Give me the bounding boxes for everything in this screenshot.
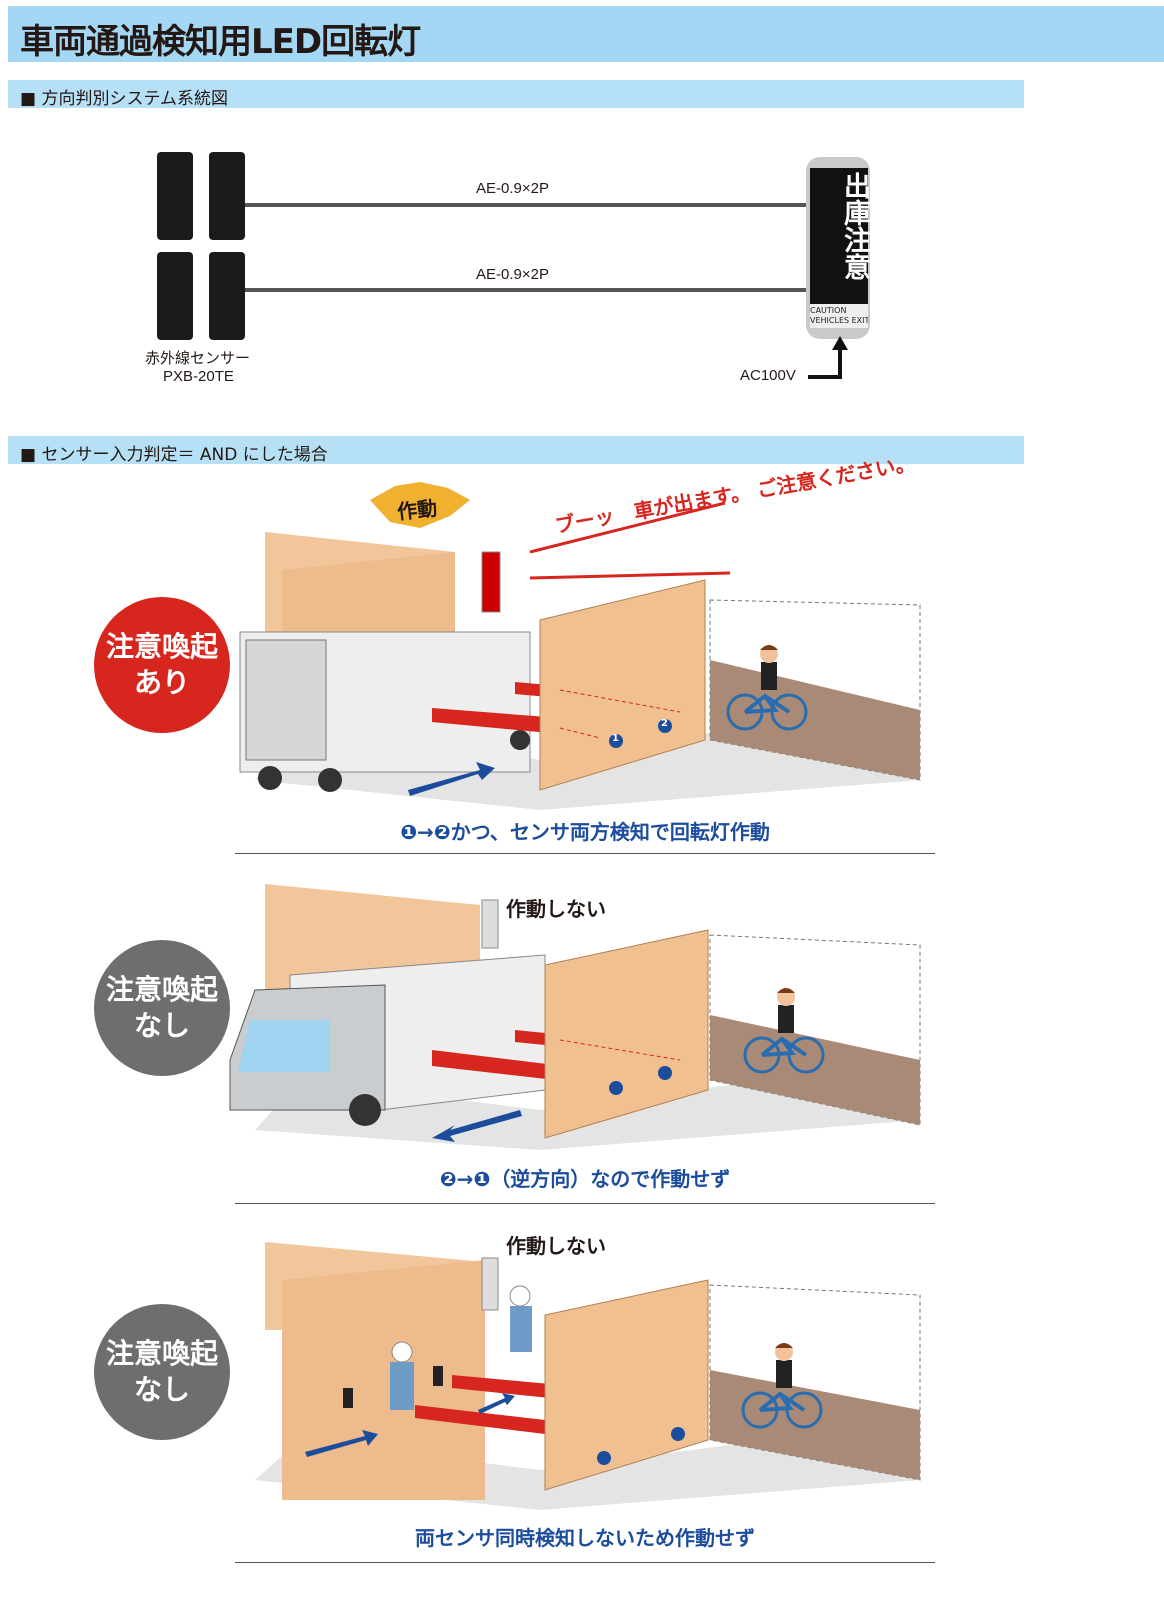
sensor-mark-1: 1 <box>612 733 619 744</box>
section-header-system: ■ 方向判別システム系統図 <box>8 80 1024 109</box>
power-arrow-icon <box>808 345 842 379</box>
system-diagram <box>157 152 870 379</box>
caption-scene-3: 両センサ同時検知しないため作動せず <box>415 1526 755 1550</box>
caption-scene-2: ❷→❶（逆方向）なので作動せず <box>439 1167 731 1191</box>
sensor-icons <box>157 152 245 340</box>
scene-1 <box>239 482 921 810</box>
sensor-mark-2: 2 <box>661 718 668 729</box>
alert-badge-on: 注意喚起あり <box>94 597 230 733</box>
caption-scene-1: ❶→❷かつ、センサ両方検知で回転灯作動 <box>400 820 770 844</box>
sensor-model: PXB-20TE <box>163 368 234 385</box>
status-inactive-2: 作動しない <box>506 897 606 921</box>
lamp-text: 出庫注意 <box>839 172 870 280</box>
led-lamp-icon <box>806 157 870 339</box>
page-title: 車両通過検知用LED回転灯 <box>20 22 421 62</box>
cable-label-top: AE-0.9×2P <box>476 180 549 197</box>
title-bar: 車両通過検知用LED回転灯 <box>8 6 1164 62</box>
status-active: 作動 <box>396 495 439 525</box>
divider <box>235 1562 935 1563</box>
divider <box>235 1203 935 1204</box>
divider <box>235 853 935 854</box>
scene-2 <box>229 884 921 1150</box>
alert-badge-off: 注意喚起なし <box>94 940 230 1076</box>
section-header-and: ■ センサー入力判定＝ AND にした場合 <box>8 436 1024 465</box>
section-title: ■ センサー入力判定＝ AND にした場合 <box>20 445 328 465</box>
status-inactive-3: 作動しない <box>506 1234 606 1258</box>
alert-badge-off: 注意喚起なし <box>94 1304 230 1440</box>
scene-3 <box>255 1242 921 1510</box>
cable-label-bottom: AE-0.9×2P <box>476 266 549 283</box>
power-label: AC100V <box>740 367 796 384</box>
sensor-label: 赤外線センサー <box>145 350 251 367</box>
section-title: ■ 方向判別システム系統図 <box>20 89 228 109</box>
